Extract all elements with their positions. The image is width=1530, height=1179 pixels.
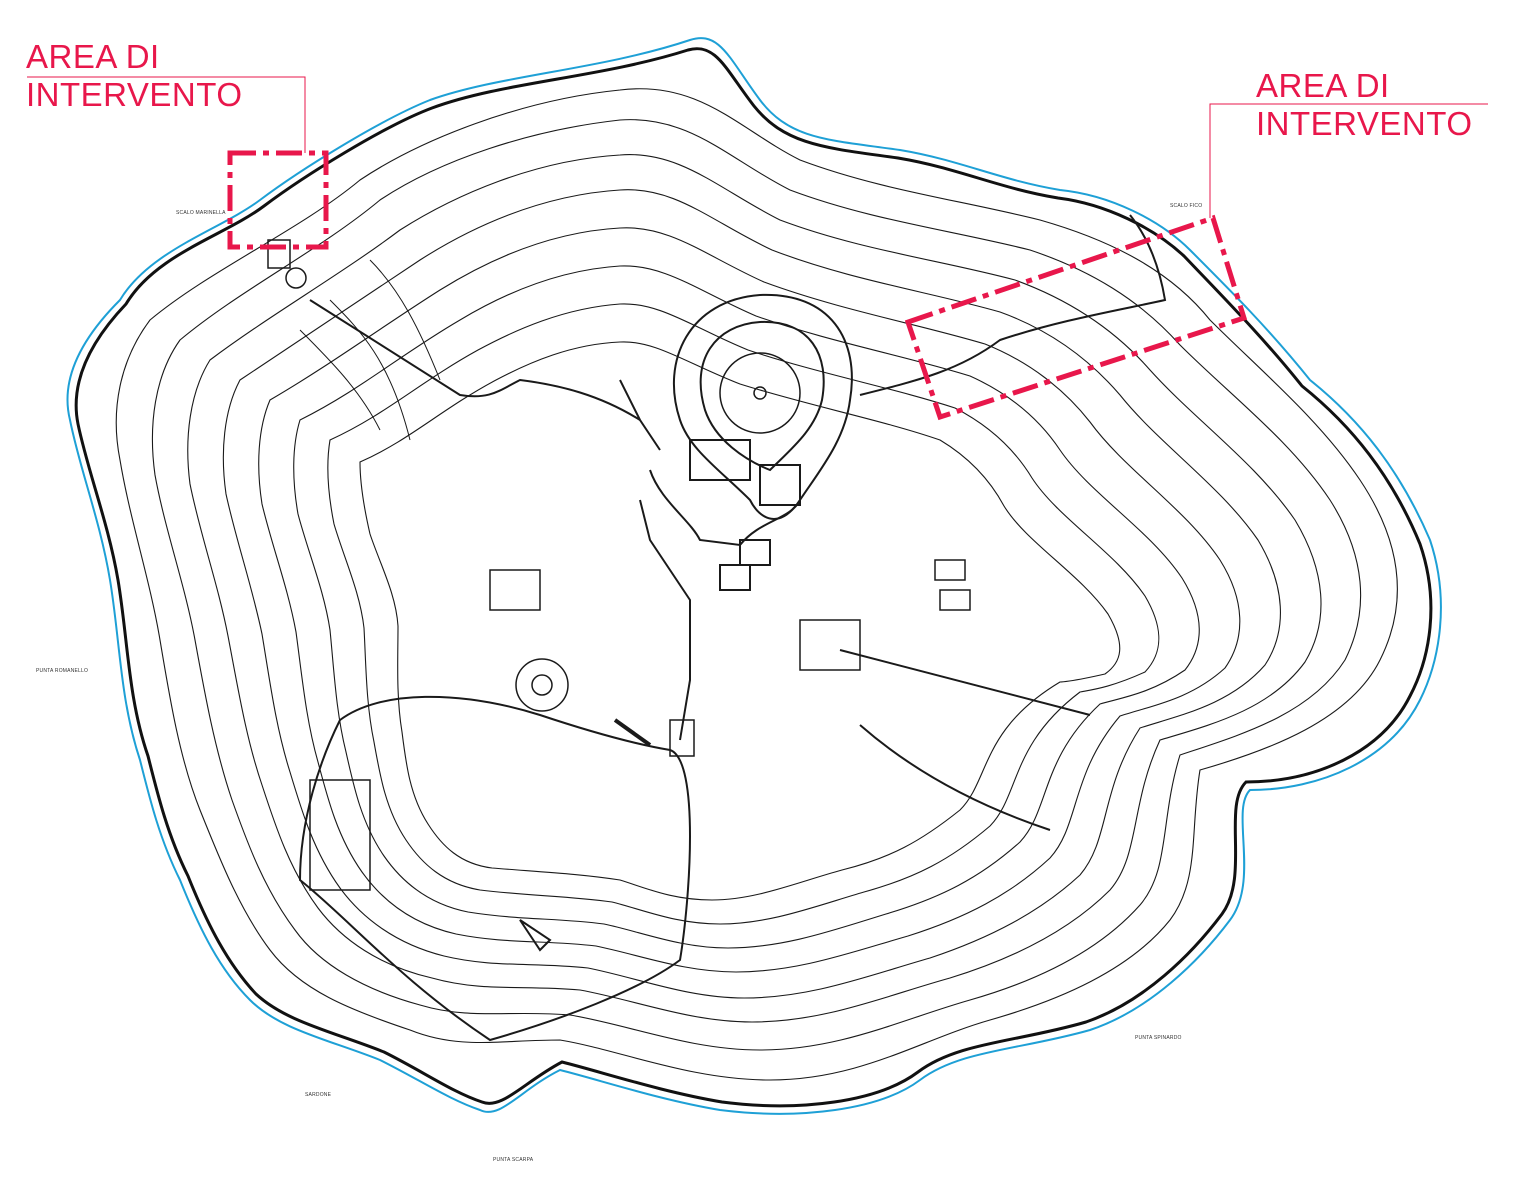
contour-3 bbox=[187, 154, 1322, 1023]
place-label-se: PUNTA SPINARDO bbox=[1135, 1035, 1182, 1041]
callout-ne-line2: INTERVENTO bbox=[1256, 105, 1473, 142]
road-east bbox=[839, 649, 1091, 716]
contour-4 bbox=[222, 189, 1281, 999]
buildings bbox=[267, 239, 971, 952]
place-label-ne: SCALO FICO bbox=[1170, 203, 1203, 209]
road-south bbox=[298, 695, 691, 1042]
fortress-inner bbox=[699, 320, 825, 472]
road-se bbox=[859, 724, 1051, 831]
place-label-sw: SARDONE bbox=[305, 1092, 332, 1098]
roads bbox=[298, 214, 1167, 1042]
callout-nw: AREA DI INTERVENTO bbox=[26, 38, 243, 114]
contour-7 bbox=[327, 303, 1160, 925]
fortress-ring bbox=[719, 352, 801, 434]
leader-lines bbox=[27, 76, 1488, 218]
dashed-rectangle-ne bbox=[904, 214, 1248, 421]
intervention-areas bbox=[227, 150, 1248, 421]
contour-8 bbox=[359, 341, 1121, 901]
leader-line-ne bbox=[1209, 103, 1488, 218]
place-label-w: PUNTA ROMANELLO bbox=[36, 668, 89, 674]
callout-ne: AREA DI INTERVENTO bbox=[1256, 67, 1473, 143]
contour-6 bbox=[293, 265, 1200, 949]
place-label-nw: SCALO MARINELLA bbox=[176, 210, 226, 216]
fortress bbox=[619, 293, 853, 741]
dashed-rectangle-nw bbox=[227, 150, 329, 250]
road-ne bbox=[859, 214, 1167, 396]
contour-2 bbox=[151, 119, 1362, 1051]
road-nw bbox=[309, 299, 641, 421]
contour-5 bbox=[258, 227, 1241, 973]
leader-line-nw bbox=[27, 76, 306, 153]
callout-nw-line2: INTERVENTO bbox=[26, 76, 243, 113]
fortress-outer bbox=[672, 293, 853, 520]
ridge-lines bbox=[299, 259, 441, 441]
contour-1 bbox=[115, 88, 1398, 1081]
coastline-outer bbox=[66, 37, 1442, 1115]
place-label-s: PUNTA SCARPA bbox=[493, 1157, 534, 1163]
coastline-inner bbox=[74, 47, 1433, 1108]
callout-ne-line1: AREA DI bbox=[1256, 67, 1390, 104]
contour-lines bbox=[115, 88, 1398, 1081]
callout-nw-line1: AREA DI bbox=[26, 38, 160, 75]
